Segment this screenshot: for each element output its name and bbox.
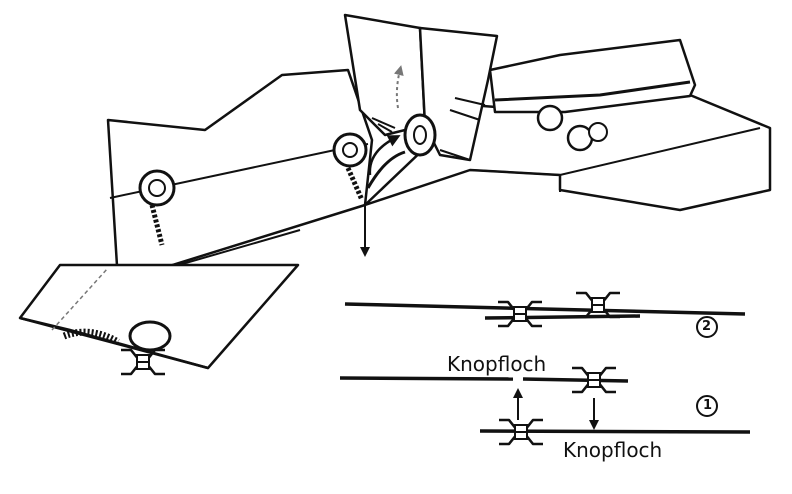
fabric-top-right — [488, 38, 697, 114]
fabric-detail-left — [18, 263, 300, 376]
button-middle — [332, 132, 368, 202]
fold-arrows — [360, 135, 406, 257]
button-flap — [403, 113, 437, 157]
buttons-right — [536, 104, 608, 152]
schematic-row-2 — [344, 291, 746, 338]
schematic-row-1 — [339, 366, 751, 446]
buttonhole-label-bottom: Knopfloch — [563, 438, 663, 462]
step-number-1: 1 — [703, 398, 713, 413]
step-number-2: 2 — [702, 319, 712, 334]
button-left — [138, 169, 176, 246]
buttonhole-label-top: Knopfloch — [447, 352, 547, 376]
